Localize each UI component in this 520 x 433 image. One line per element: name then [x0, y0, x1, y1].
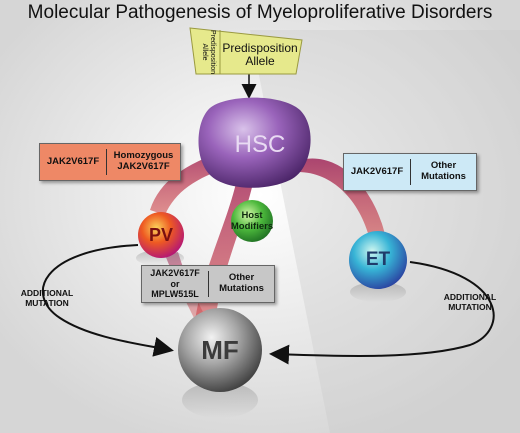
- hsc-label: HSC: [234, 131, 286, 158]
- additional-mutation-left: ADDITIONAL MUTATION: [20, 288, 74, 308]
- et-reflection: [350, 282, 406, 302]
- host-modifiers-label: Host Modifiers: [230, 210, 274, 232]
- pv-label: PV: [148, 224, 173, 245]
- et-box-divider: [410, 159, 411, 185]
- additional-mutation-right: ADDITIONAL MUTATION: [443, 292, 497, 312]
- mf-mutation-box: JAK2V617F or MPLW515L Other Mutations: [141, 265, 275, 303]
- pv-box-divider: [106, 149, 107, 175]
- et-box-right-text: Other Mutations: [421, 160, 466, 182]
- host-modifiers-sphere: [231, 200, 273, 242]
- mf-label: MF: [201, 334, 239, 365]
- page-title: Molecular Pathogenesis of Myeloprolifera…: [27, 2, 493, 23]
- loop-et-to-mf: [269, 261, 495, 365]
- mf-box-right-text: Other Mutations: [219, 272, 264, 294]
- background-panel: [250, 30, 520, 433]
- et-box-left-text: JAK2V617F: [350, 165, 404, 177]
- mf-box-left-text: JAK2V617F or MPLW515L: [150, 268, 200, 300]
- pv-box-right-text: Homozygous JAK2V617F: [113, 150, 174, 172]
- band-hsc-et: [298, 158, 385, 240]
- pv-mutation-box: JAK2V617F Homozygous JAK2V617F: [39, 143, 181, 181]
- pv-sphere: [138, 212, 184, 258]
- et-label: ET: [365, 249, 391, 270]
- hsc-sphere: [198, 97, 311, 188]
- predisposition-allele-box: [189, 27, 303, 75]
- pv-box-left-text: JAK2V617F: [46, 155, 100, 167]
- mf-box-divider: [208, 271, 209, 297]
- mf-reflection: [182, 382, 258, 418]
- predisposition-small-label: Predisposition Allele: [201, 30, 216, 74]
- et-sphere: [349, 231, 407, 289]
- loop-pv-to-mf: [42, 244, 174, 357]
- predisposition-label: Predisposition Allele: [222, 40, 298, 68]
- et-mutation-box: JAK2V617F Other Mutations: [343, 153, 477, 191]
- mf-sphere: [178, 308, 262, 392]
